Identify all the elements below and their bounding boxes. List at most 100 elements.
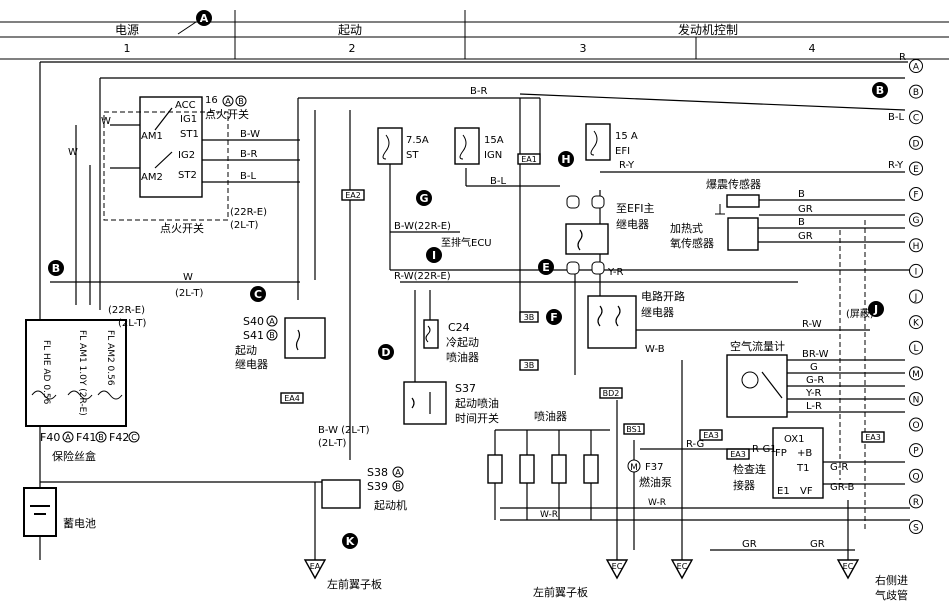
- svg-text:VF: VF: [800, 486, 813, 497]
- edge-terminal-label: N: [913, 395, 920, 405]
- svg-text:加热式: 加热式: [670, 222, 703, 235]
- edge-terminal-label: A: [913, 63, 920, 73]
- svg-text:3B: 3B: [524, 313, 535, 322]
- svg-text:BR-W: BR-W: [802, 349, 829, 360]
- fuses: 7.5A ST 15A IGN 15 A EFI EA1 H EA2 G 至排气…: [341, 123, 638, 263]
- svg-text:W: W: [68, 147, 78, 158]
- svg-text:GR: GR: [742, 539, 757, 550]
- svg-text:S40: S40: [243, 315, 264, 328]
- svg-text:+B: +B: [797, 448, 812, 459]
- svg-text:BD2: BD2: [603, 389, 620, 398]
- edge-terminal-n: [909, 391, 923, 406]
- marker-h: [558, 151, 574, 167]
- marker-c: [250, 286, 266, 302]
- fuse-box: FL HE AD 0.56 FL AM1 1.0Y (2R-E) FL AM2 …: [25, 260, 146, 463]
- svg-text:R-G: R-G: [686, 439, 704, 450]
- svg-text:ST: ST: [406, 150, 419, 161]
- marker-f: [546, 309, 562, 325]
- ignition-switch: ACC IG1 ST1 IG2 ST2 AM1 AM2 16 A B 点火开关 …: [68, 95, 300, 235]
- edge-terminal-label: S: [913, 524, 919, 534]
- svg-text:W-R: W-R: [648, 498, 666, 508]
- fuel-pump: M F37 燃油泵: [627, 440, 672, 550]
- column-number-1: 1: [124, 42, 131, 55]
- svg-text:B: B: [52, 262, 60, 275]
- svg-text:喷油器: 喷油器: [446, 350, 479, 364]
- svg-text:B: B: [238, 97, 244, 106]
- edge-terminal-q: [909, 468, 923, 483]
- edge-terminal-label: M: [912, 370, 920, 380]
- svg-text:G: G: [419, 192, 428, 205]
- grounds: EA 左前翼子板 EC 左前翼子板 EC EC 右侧进 气歧管: [303, 360, 908, 602]
- svg-text:W-B: W-B: [645, 344, 665, 355]
- svg-text:15A: 15A: [484, 135, 504, 146]
- svg-text:继电器: 继电器: [616, 218, 649, 231]
- battery: 蓄电池: [23, 426, 340, 560]
- svg-text:左前翼子板: 左前翼子板: [533, 585, 588, 599]
- svg-text:EA3: EA3: [865, 433, 881, 442]
- svg-text:W-R: W-R: [540, 510, 558, 520]
- svg-text:B-L: B-L: [490, 176, 506, 187]
- injector-label: 喷油器: [534, 409, 567, 423]
- svg-text:B: B: [798, 217, 805, 228]
- svg-text:B-W(22R-E): B-W(22R-E): [394, 221, 451, 232]
- svg-text:EA: EA: [310, 562, 321, 571]
- svg-text:右侧进: 右侧进: [875, 573, 908, 587]
- svg-text:燃油泵: 燃油泵: [639, 475, 672, 489]
- svg-text:起动: 起动: [235, 344, 257, 357]
- svg-text:(22R-E): (22R-E): [108, 305, 145, 316]
- svg-text:FP: FP: [775, 448, 787, 459]
- svg-text:B-W (2L-T): B-W (2L-T): [318, 425, 370, 436]
- svg-text:T1: T1: [796, 463, 809, 474]
- starter-motor: S38 A S39 B 起动机 K: [321, 466, 407, 549]
- edge-terminal-label: C: [913, 114, 919, 124]
- svg-text:E: E: [542, 261, 550, 274]
- svg-text:冷起动: 冷起动: [446, 336, 479, 349]
- svg-text:A: A: [200, 12, 209, 25]
- ignition-switch-label: 点火开关: [160, 221, 204, 235]
- svg-text:IGN: IGN: [484, 150, 502, 161]
- svg-text:继电器: 继电器: [235, 358, 268, 371]
- marker-j: [868, 301, 884, 317]
- svg-text:S37: S37: [455, 382, 476, 395]
- edge-terminal-label: Q: [912, 472, 919, 482]
- svg-text:B-L: B-L: [240, 171, 256, 182]
- marker-d: [378, 344, 394, 360]
- svg-text:G: G: [810, 362, 818, 373]
- edge-terminal-h: [909, 238, 923, 253]
- svg-text:K: K: [346, 535, 355, 548]
- cold-start-injector: C24 冷起动 喷油器 S37 起动喷油 时间开关 D: [378, 290, 499, 425]
- svg-text:左前翼子板: 左前翼子板: [327, 577, 382, 591]
- edge-terminal-label: I: [915, 267, 918, 277]
- svg-text:氧传感器: 氧传感器: [670, 236, 714, 250]
- svg-text:继电器: 继电器: [641, 306, 674, 319]
- svg-text:检查连: 检查连: [733, 462, 766, 476]
- edge-terminal-label: H: [913, 242, 920, 252]
- svg-text:B: B: [798, 189, 805, 200]
- svg-text:GR: GR: [798, 231, 813, 242]
- svg-text:F42: F42: [109, 431, 129, 444]
- svg-text:至EFI主: 至EFI主: [616, 202, 655, 215]
- svg-text:(2L-T): (2L-T): [118, 318, 146, 329]
- svg-text:B: B: [98, 433, 104, 442]
- svg-text:OX1: OX1: [784, 434, 804, 445]
- svg-text:(2L-T): (2L-T): [175, 288, 203, 299]
- svg-text:(2L-T): (2L-T): [230, 220, 258, 231]
- column-number-4: 4: [809, 42, 816, 55]
- edge-terminal-label: R: [913, 498, 919, 508]
- header-section-start: 起动: [338, 23, 362, 37]
- svg-text:爆震传感器: 爆震传感器: [706, 177, 761, 191]
- svg-text:B: B: [876, 84, 884, 97]
- svg-text:EA4: EA4: [284, 394, 300, 403]
- svg-text:(2L-T): (2L-T): [318, 438, 346, 449]
- svg-text:AM1: AM1: [141, 131, 163, 142]
- svg-text:FL HE AD 0.56: FL HE AD 0.56: [41, 340, 51, 405]
- svg-text:FL AM1 1.0Y (2R-E): FL AM1 1.0Y (2R-E): [77, 330, 87, 416]
- svg-text:EC: EC: [612, 562, 623, 571]
- edge-terminal-e: [909, 161, 923, 176]
- starter-label: 起动机: [374, 498, 407, 512]
- svg-text:BS1: BS1: [626, 425, 642, 434]
- svg-text:R-W(22R-E): R-W(22R-E): [394, 271, 451, 282]
- edge-terminal-label: F: [913, 191, 918, 201]
- marker-i: [426, 247, 442, 263]
- svg-text:Y-R: Y-R: [805, 388, 822, 399]
